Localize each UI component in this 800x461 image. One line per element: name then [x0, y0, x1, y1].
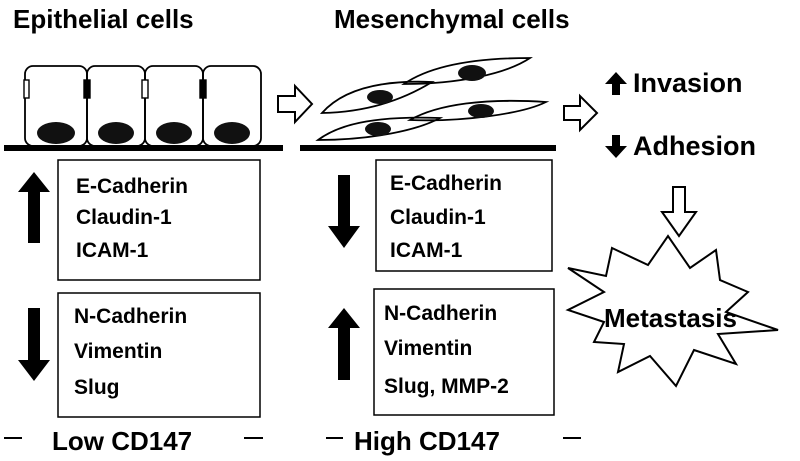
cell-junctions [23, 79, 207, 99]
mesenchymal-cell [401, 57, 533, 85]
mesenchymal-cell [319, 80, 435, 114]
invasion-label: Invasion [633, 68, 743, 98]
big-down-arrow [18, 308, 50, 381]
big-down-arrow [328, 175, 360, 248]
cell-nucleus [37, 122, 75, 144]
low-down-box [57, 292, 261, 418]
transition-arrow [277, 83, 314, 125]
metastasis-burst [565, 234, 779, 388]
mesenchymal-title: Mesenchymal cells [334, 4, 570, 34]
marker-label: E-Cadherin [76, 175, 189, 198]
big-up-arrow [328, 308, 360, 380]
big-up-arrow [18, 172, 50, 243]
high-down-box [375, 159, 553, 272]
mesenchymal-cells [315, 57, 550, 141]
high-cd147-label: High CD147 [354, 426, 500, 456]
effect-arrow [563, 93, 599, 133]
arrow-down-icon [605, 135, 627, 158]
high-up-box [373, 288, 555, 416]
marker-label: Vimentin [74, 340, 163, 363]
cell-nucleus [365, 122, 391, 136]
marker-label: Vimentin [384, 337, 473, 360]
mesenchymal-nuclei [365, 65, 494, 136]
marker-label: N-Cadherin [74, 305, 188, 328]
epithelial-title: Epithelial cells [13, 4, 194, 34]
cell-nucleus [156, 122, 192, 144]
epithelial-nuclei [37, 122, 250, 144]
marker-label: N-Cadherin [384, 302, 498, 325]
cell-nucleus [468, 104, 494, 118]
cell-nucleus [98, 122, 134, 144]
low-cd147-label: Low CD147 [52, 426, 193, 456]
metastasis-arrow [660, 186, 698, 238]
arrow-up-icon [605, 72, 627, 95]
marker-label: Slug, MMP-2 [384, 375, 509, 398]
cell-nucleus [458, 65, 486, 81]
marker-label: ICAM-1 [390, 239, 463, 262]
marker-label: Slug [74, 376, 120, 399]
cell-nucleus [367, 90, 393, 104]
mesenchymal-cell [406, 99, 550, 122]
marker-label: Claudin-1 [76, 206, 172, 229]
marker-label: ICAM-1 [76, 239, 149, 262]
marker-label: E-Cadherin [390, 172, 503, 195]
mesenchymal-cell [315, 116, 444, 141]
marker-label: Claudin-1 [390, 206, 486, 229]
cell-nucleus [214, 122, 250, 144]
low-up-box [57, 159, 261, 281]
metastasis-label: Metastasis [604, 303, 737, 333]
adhesion-label: Adhesion [633, 131, 757, 161]
